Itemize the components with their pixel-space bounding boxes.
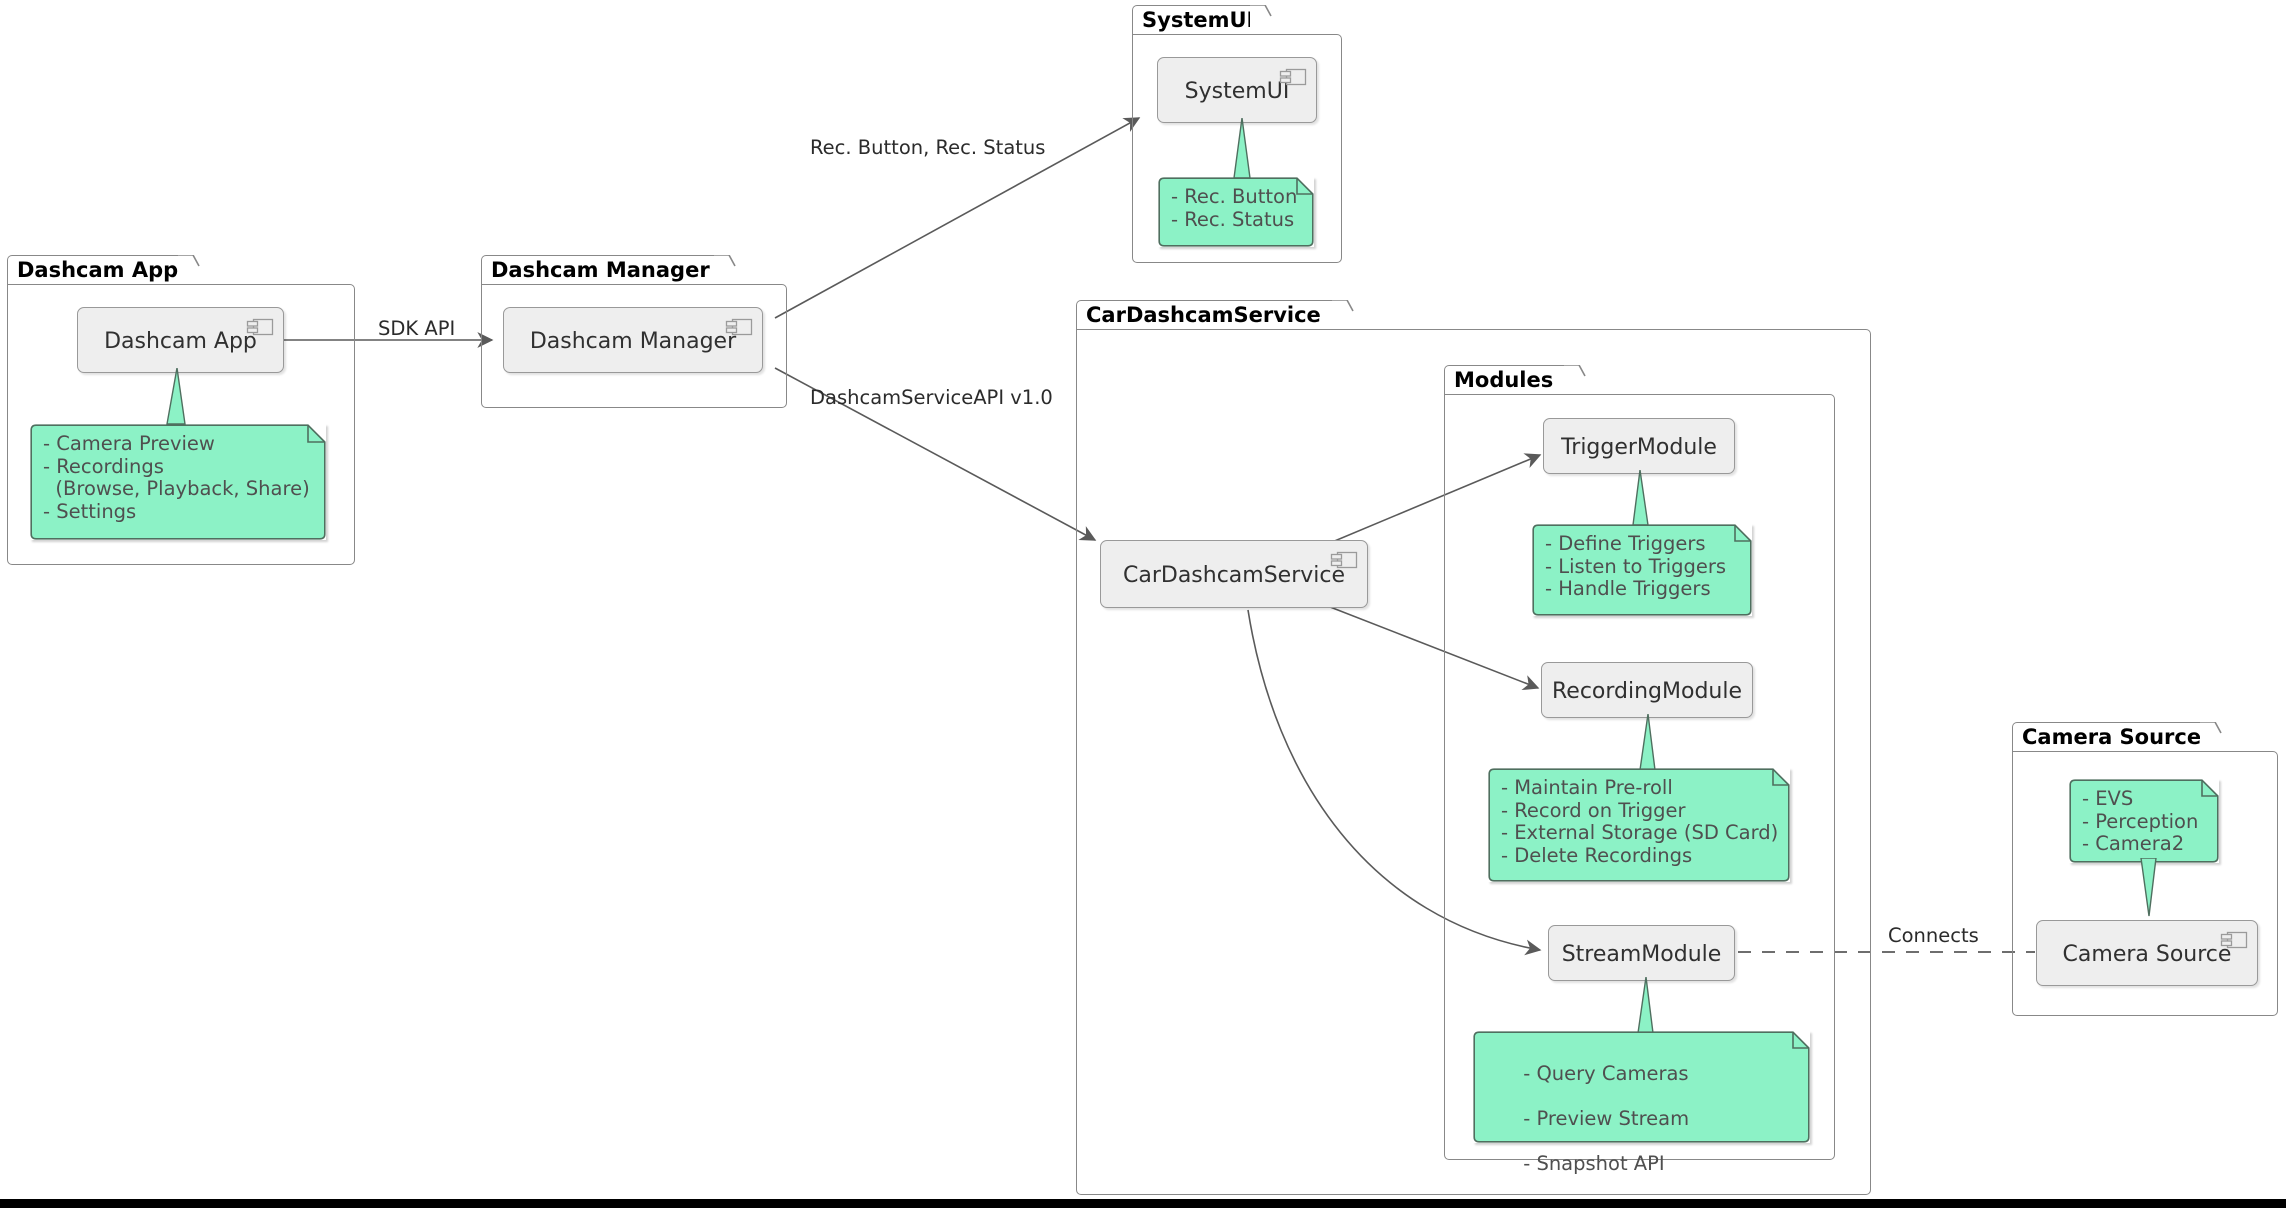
note-trigger-module: - Define Triggers - Listen to Triggers -… xyxy=(1532,524,1752,616)
component-trigger-module[interactable]: TriggerModule xyxy=(1543,418,1735,474)
package-camera-source: Camera Source xyxy=(2012,722,2278,1016)
package-camera-source-tab: Camera Source xyxy=(2012,722,2202,752)
package-camera-source-title: Camera Source xyxy=(2022,725,2202,749)
edge-label-dashcam-service-api: DashcamServiceAPI v1.0 xyxy=(810,386,1053,409)
note-pointer-dashcam-app xyxy=(166,368,186,425)
note-stream-module: - Query Cameras - Preview Stream - Snaps… xyxy=(1473,1031,1835,1208)
edge-label-connects: Connects xyxy=(1888,924,1979,947)
note-shape-dashcam-app xyxy=(30,424,326,540)
note-shape-recording-module xyxy=(1488,768,1790,882)
package-dashcam-app-tab-corner xyxy=(178,255,200,285)
package-modules-body xyxy=(1444,394,1835,1160)
package-car-dashcam-service-title: CarDashcamService xyxy=(1086,303,1321,327)
package-modules-tab: Modules xyxy=(1444,365,1566,395)
package-dashcam-manager-tab-corner xyxy=(714,255,736,285)
note-line: - Query Cameras xyxy=(1523,1061,1689,1085)
component-camera-source[interactable]: Camera Source xyxy=(2036,920,2258,986)
edge-label-sdk-api: SDK API xyxy=(378,317,456,340)
component-icon xyxy=(246,318,274,336)
component-stream-module-label: StreamModule xyxy=(1561,942,1722,967)
package-dashcam-manager-body xyxy=(481,284,787,408)
package-car-dashcam-service-body xyxy=(1076,329,1871,1195)
package-camera-source-tab-corner xyxy=(2200,722,2222,752)
bottom-bar xyxy=(0,1199,2286,1208)
component-car-dashcam-service-label: CarDashcamService xyxy=(1122,563,1346,588)
note-stream-module-text: - Query Cameras - Preview Stream - Snaps… xyxy=(1486,1040,1835,1208)
package-camera-source-body xyxy=(2012,751,2278,1016)
component-camera-source-label: Camera Source xyxy=(2062,942,2232,967)
note-dashcam-app-text: - Camera Preview - Recordings (Browse, P… xyxy=(43,432,310,523)
package-systemui-tab: SystemUI xyxy=(1132,5,1255,35)
component-dashcam-app-label: Dashcam App xyxy=(104,329,257,354)
note-shape-camera-source xyxy=(2069,779,2219,863)
component-icon xyxy=(1330,551,1358,569)
note-systemui-text: - Rec. Button - Rec. Status xyxy=(1171,185,1298,231)
note-pointer-camera-source xyxy=(2140,858,2157,917)
note-shape-stream-module xyxy=(1473,1031,1810,1143)
note-trigger-module-text: - Define Triggers - Listen to Triggers -… xyxy=(1545,532,1727,601)
component-icon xyxy=(1279,68,1307,86)
note-pointer-systemui xyxy=(1233,118,1251,179)
package-dashcam-manager-tab: Dashcam Manager xyxy=(481,255,716,285)
package-dashcam-app-title: Dashcam App xyxy=(17,258,179,282)
component-dashcam-app[interactable]: Dashcam App xyxy=(77,307,284,373)
note-line: - Preview Stream xyxy=(1523,1106,1690,1130)
note-camera-source-text: - EVS - Perception - Camera2 xyxy=(2082,787,2199,856)
note-pointer-stream-module xyxy=(1637,977,1654,1034)
package-car-dashcam-service-tab: CarDashcamService xyxy=(1076,300,1334,330)
package-modules-title: Modules xyxy=(1454,368,1554,392)
component-systemui-label: SystemUI xyxy=(1184,79,1290,104)
note-pointer-trigger-module xyxy=(1632,470,1649,526)
note-recording-module: - Maintain Pre-roll - Record on Trigger … xyxy=(1488,768,1790,882)
component-recording-module-label: RecordingModule xyxy=(1551,679,1743,704)
component-dashcam-manager-label: Dashcam Manager xyxy=(529,329,737,354)
package-car-dashcam-service-tab-corner xyxy=(1332,300,1354,330)
component-car-dashcam-service[interactable]: CarDashcamService xyxy=(1100,540,1368,608)
package-dashcam-manager-title: Dashcam Manager xyxy=(491,258,710,282)
component-recording-module[interactable]: RecordingModule xyxy=(1541,662,1753,718)
package-systemui-body xyxy=(1132,34,1342,263)
note-shape-trigger-module xyxy=(1532,524,1752,616)
package-modules-tab-corner xyxy=(1564,365,1586,395)
note-recording-module-text: - Maintain Pre-roll - Record on Trigger … xyxy=(1501,776,1779,867)
component-icon xyxy=(2220,931,2248,949)
component-trigger-module-label: TriggerModule xyxy=(1561,435,1717,460)
note-shape-systemui xyxy=(1158,177,1314,247)
note-pointer-recording-module xyxy=(1639,714,1656,771)
component-systemui[interactable]: SystemUI xyxy=(1157,57,1317,123)
note-line: - Snapshot API xyxy=(1523,1151,1665,1175)
note-dashcam-app: - Camera Preview - Recordings (Browse, P… xyxy=(30,424,326,540)
component-dashcam-manager[interactable]: Dashcam Manager xyxy=(503,307,763,373)
package-systemui-title: SystemUI xyxy=(1142,8,1255,32)
component-icon xyxy=(725,318,753,336)
note-camera-source: - EVS - Perception - Camera2 xyxy=(2069,779,2219,863)
package-dashcam-app-body xyxy=(7,284,355,565)
component-stream-module[interactable]: StreamModule xyxy=(1548,925,1735,981)
package-dashcam-app-tab: Dashcam App xyxy=(7,255,180,285)
edge-label-rec-button-status: Rec. Button, Rec. Status xyxy=(810,136,1046,159)
note-systemui: - Rec. Button - Rec. Status xyxy=(1158,177,1314,247)
